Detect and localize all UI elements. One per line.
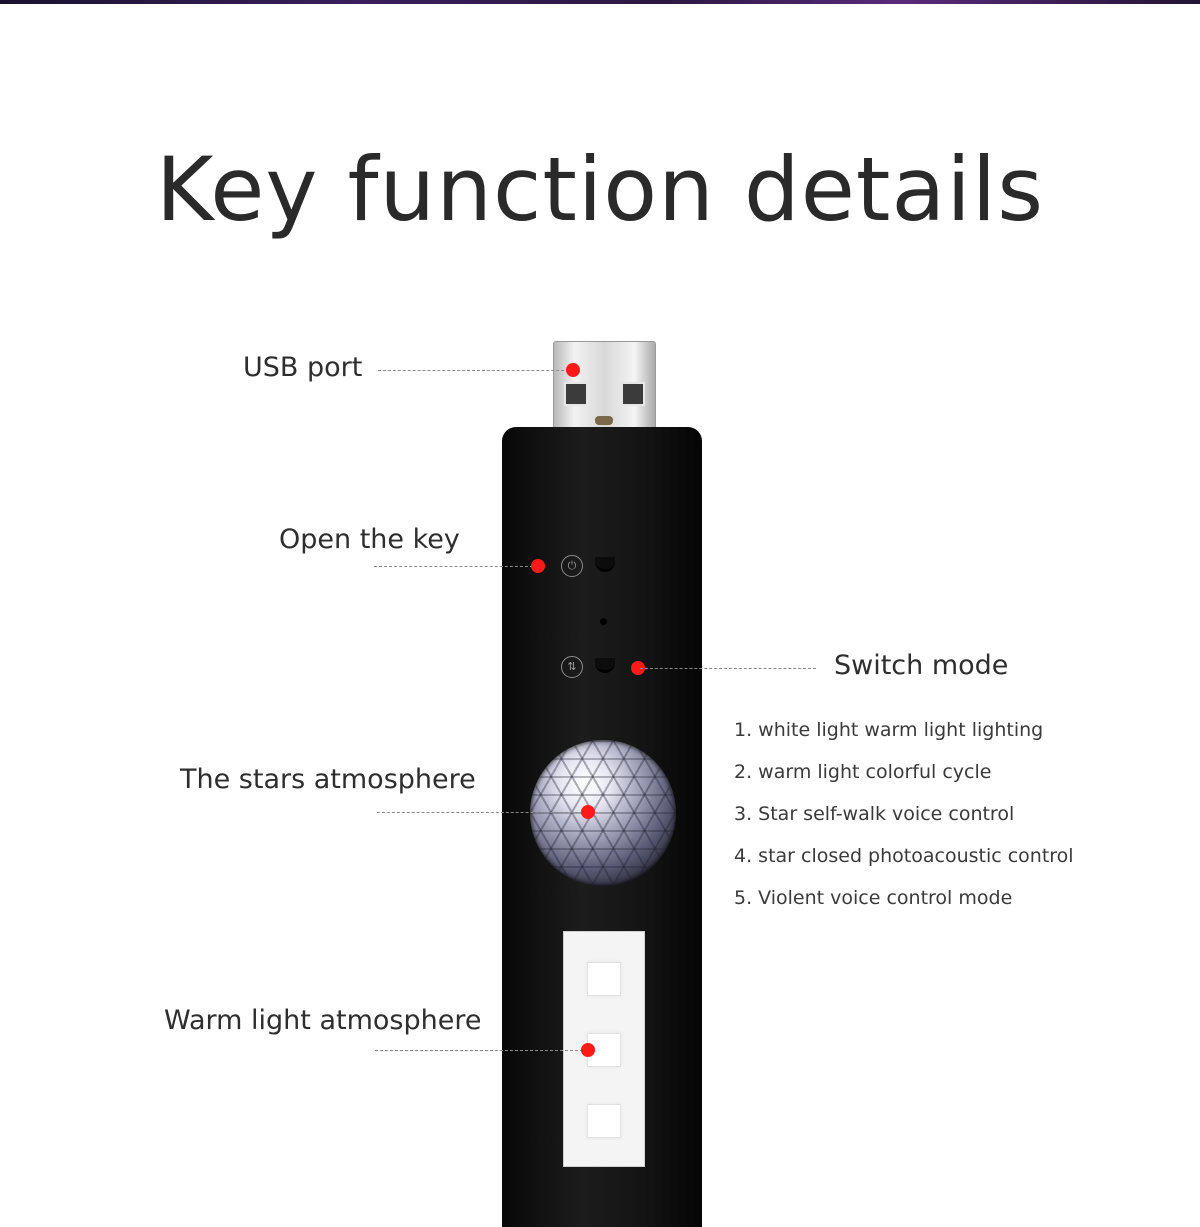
usb-contact-slot-left [564,382,588,406]
label-warm-light: Warm light atmosphere [164,1005,482,1036]
page-title: Key function details [155,138,1045,241]
callout-dot-stars [581,805,595,819]
power-icon: ⏻ [561,555,583,577]
top-decor-band [0,0,1200,4]
mode-list: 1. white light warm light lighting 2. wa… [734,716,1074,926]
label-switch-mode: Switch mode [834,650,1009,681]
label-usb-port: USB port [243,352,363,383]
leader-line-warm-light [375,1050,588,1051]
callout-dot-switch-mode [631,661,645,675]
mode-switch-icon: ⇅ [561,656,583,678]
leader-line-usb [378,370,574,371]
list-item: 1. white light warm light lighting [734,719,1044,741]
mode-button[interactable] [595,658,615,673]
microphone-hole [600,618,607,625]
label-open-key: Open the key [279,524,460,555]
warm-light-panel [563,931,645,1167]
list-item: 4. star closed photoacoustic control [734,845,1074,867]
list-item: 2. warm light colorful cycle [734,761,992,783]
usb-plug [553,341,656,439]
list-item: 3. Star self-walk voice control [734,803,1015,825]
led-square [587,962,621,996]
star-projector-ball [530,740,676,886]
power-button[interactable] [595,557,615,572]
callout-dot-usb [566,363,580,377]
callout-dot-open-key [531,559,545,573]
usb-contact-slot-right [621,382,645,406]
leader-line-open-key [374,566,538,567]
callout-dot-warm-light [581,1043,595,1057]
usb-tab [595,416,613,425]
list-item: 5. Violent voice control mode [734,887,1013,909]
leader-line-switch-mode [640,668,816,669]
leader-line-stars [377,812,588,813]
label-stars-atmosphere: The stars atmosphere [180,764,476,795]
led-square [587,1104,621,1138]
